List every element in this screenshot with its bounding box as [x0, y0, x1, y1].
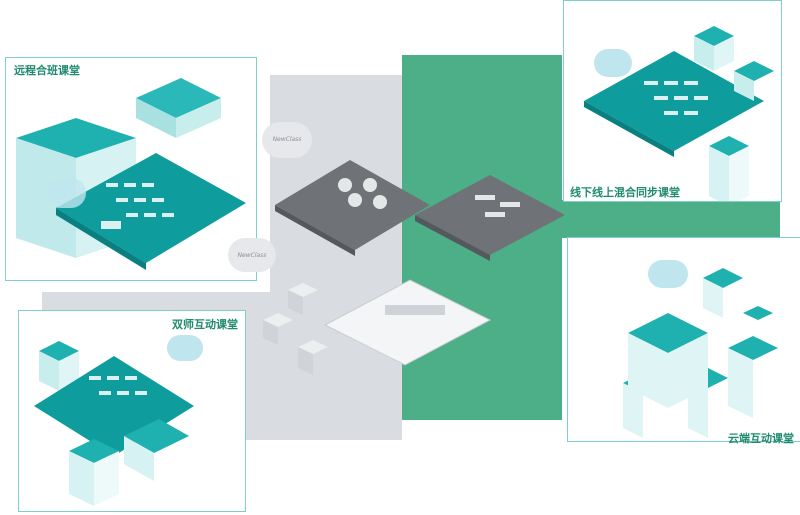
hybrid-classroom-illustration — [584, 26, 774, 206]
remote-classroom-panel — [5, 57, 257, 281]
cloud-brand-text: NewClass — [237, 252, 267, 259]
hybrid-classroom-label: 线下线上混合同步课堂 — [570, 186, 680, 199]
cloud-icon — [594, 49, 632, 77]
cloud-icon — [167, 335, 203, 361]
hybrid-classroom-panel — [563, 0, 782, 206]
remote-classroom-label: 远程合班课堂 — [14, 64, 80, 77]
central-classrooms — [275, 160, 565, 366]
small-stations — [263, 283, 328, 375]
cloud-classroom-label: 云端互动课堂 — [728, 432, 794, 445]
cloud-icon: NewClass — [228, 238, 276, 272]
green-strip — [562, 200, 780, 238]
cloud-icon: NewClass — [262, 122, 312, 158]
cloud-brand-text: NewClass — [272, 136, 302, 143]
cloud-classroom-illustration — [623, 268, 778, 438]
dual-teacher-label: 双师互动课堂 — [172, 318, 238, 331]
remote-classroom-illustration — [16, 78, 246, 270]
dual-teacher-panel — [18, 310, 246, 512]
cloud-classroom-panel — [567, 237, 800, 442]
cloud-icon — [648, 260, 688, 288]
dual-teacher-illustration — [34, 341, 194, 506]
cloud-icon — [46, 178, 86, 208]
